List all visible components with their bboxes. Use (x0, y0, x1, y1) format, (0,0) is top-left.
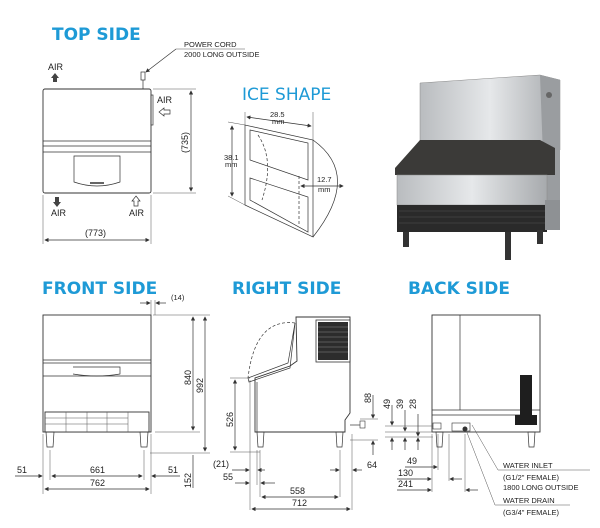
back-offset-49: 49 (407, 456, 417, 466)
front-height-992: 992 (195, 378, 205, 393)
ice-depth-value: 12.7 (317, 175, 332, 184)
front-width-762: 762 (90, 478, 105, 488)
front-side-view: FRONT SIDE (14) 840 992 152 51 (15, 279, 210, 494)
ice-depth-unit: mm (318, 185, 331, 194)
air-out-arrow-icon (51, 73, 59, 82)
top-width-dimension: (773) (85, 228, 106, 238)
air-label-top-left: AIR (48, 62, 64, 72)
right-side-title: RIGHT SIDE (232, 279, 341, 299)
water-inlet-size: (G1/2" FEMALE) (503, 473, 560, 482)
front-grille (44, 411, 150, 433)
water-inlet-length: 1800 LONG OUTSIDE (503, 483, 578, 492)
top-side-title: TOP SIDE (52, 25, 141, 45)
back-height-28: 28 (408, 399, 418, 409)
front-height-840: 840 (183, 370, 193, 385)
back-offset-241: 241 (398, 479, 413, 489)
back-height-49: 49 (382, 399, 392, 409)
right-rear-leg-64: 64 (367, 460, 377, 470)
right-connection-height-88: 88 (363, 393, 373, 403)
right-front-leg-55: 55 (223, 472, 233, 482)
power-cord-label: POWER CORD (184, 40, 237, 49)
power-cord-plug-icon (140, 71, 146, 89)
top-depth-dimension: (735) (180, 132, 190, 153)
air-in-arrow-icon (158, 107, 171, 117)
right-leg-span-558: 558 (290, 486, 305, 496)
ice-width-unit: mm (272, 117, 285, 126)
front-right-offset-51: 51 (168, 465, 178, 475)
front-leg-height-152: 152 (183, 473, 193, 488)
right-bin-height-526: 526 (225, 412, 235, 427)
ice-machine-product-image (395, 74, 561, 260)
right-side-view: RIGHT SIDE 526 88 (21) 55 (213, 279, 378, 512)
ice-height-value: 38.1 (224, 153, 239, 162)
ice-shape-title: ICE SHAPE (242, 85, 331, 105)
top-side-view: TOP SIDE POWER CORD 2000 LONG OUTSIDE AI… (42, 25, 259, 244)
water-drain-size: (G3/4" FEMALE) (503, 508, 560, 517)
back-offset-130: 130 (398, 468, 413, 478)
right-depth-712: 712 (292, 498, 307, 508)
air-label-bottom-right: AIR (129, 208, 145, 218)
front-side-title: FRONT SIDE (42, 279, 157, 299)
air-label-bottom-left: AIR (51, 208, 67, 218)
front-leg-span-661: 661 (90, 465, 105, 475)
back-height-39: 39 (395, 399, 405, 409)
air-label-right: AIR (157, 95, 173, 105)
front-overhang-dimension: (14) (171, 293, 185, 302)
power-cord-length: 2000 LONG OUTSIDE (184, 50, 259, 59)
water-inlet-label: WATER INLET (503, 461, 553, 470)
ice-shape-diagram: ICE SHAPE 28.5 mm 38.1 mm 12.7 mm (224, 85, 344, 238)
back-side-view: BACK SIDE 49 39 28 49 130 (382, 279, 590, 517)
water-drain-label: WATER DRAIN (503, 496, 555, 505)
ice-height-unit: mm (225, 160, 238, 169)
back-side-title: BACK SIDE (408, 279, 510, 299)
air-out-down-arrow-icon (53, 197, 61, 207)
ice-width-value: 28.5 (270, 110, 285, 119)
condenser-grille (318, 322, 348, 360)
air-in-up-arrow-icon (131, 195, 141, 207)
front-left-offset-51: 51 (17, 465, 27, 475)
right-front-overhang-21: (21) (213, 459, 229, 469)
top-side-door-panel (73, 155, 121, 187)
